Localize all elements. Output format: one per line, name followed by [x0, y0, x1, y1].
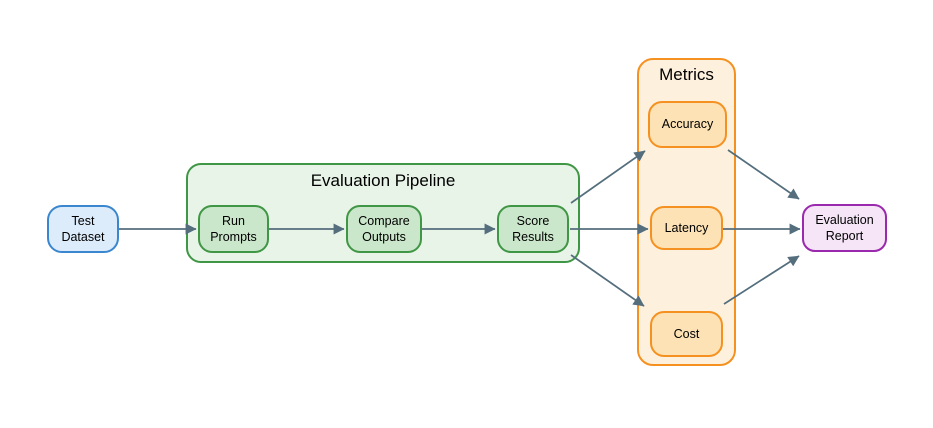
node-run-prompts: Run Prompts — [198, 205, 269, 253]
edge-score-results-to-cost — [570, 254, 645, 307]
edge-score-results-to-accuracy — [570, 150, 646, 204]
edge-accuracy-to-evaluation-report — [727, 149, 800, 200]
group-title-metrics: Metrics — [659, 65, 714, 84]
group-title-evaluation-pipeline: Evaluation Pipeline — [310, 171, 456, 190]
node-latency: Latency — [650, 206, 723, 250]
node-accuracy: Accuracy — [648, 101, 727, 148]
node-test-dataset: Test Dataset — [47, 205, 119, 253]
node-evaluation-report: Evaluation Report — [802, 204, 887, 252]
node-cost: Cost — [650, 311, 723, 357]
node-score-results: Score Results — [497, 205, 569, 253]
node-compare-outputs: Compare Outputs — [346, 205, 422, 253]
